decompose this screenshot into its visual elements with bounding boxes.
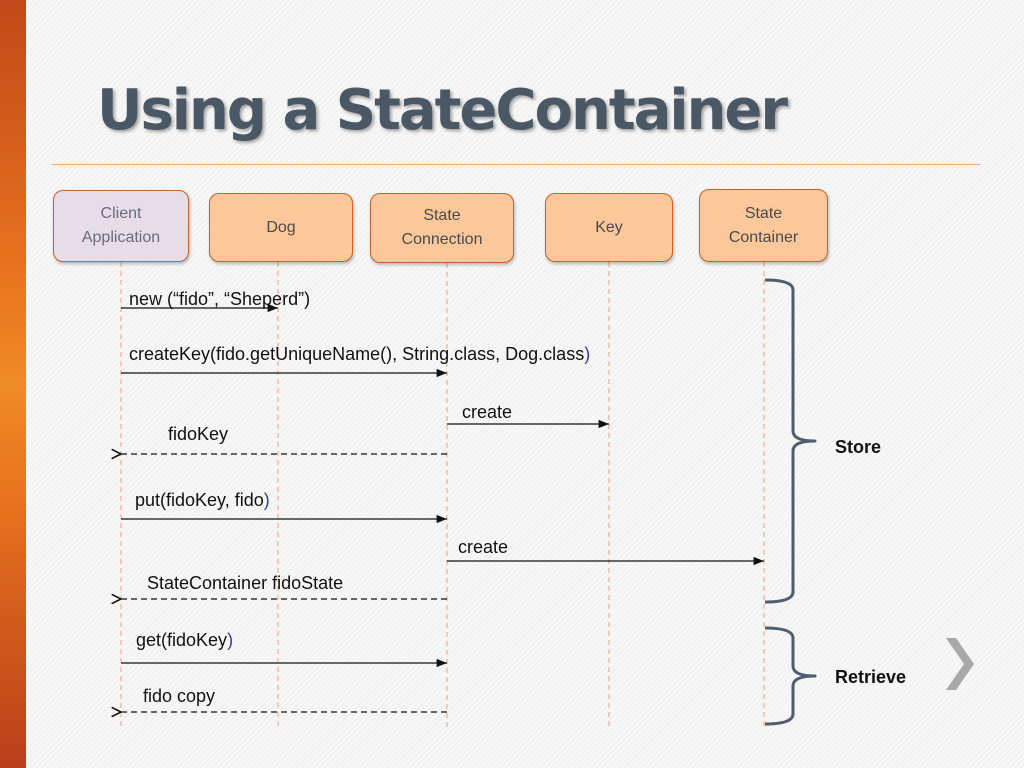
participant-label: Client Application (81, 205, 161, 246)
group-label-store: Store (835, 437, 882, 457)
message-label: fidoKey (168, 424, 228, 444)
message-label: create (462, 402, 512, 422)
participant-label: State Connection (401, 207, 483, 248)
message-label: StateContainer fidoState (147, 573, 343, 593)
message-label: fido copy (143, 686, 215, 706)
participant-state-connection: State Connection (370, 193, 514, 263)
chevron-right-icon[interactable] (940, 634, 980, 694)
message-paren: ) (584, 344, 591, 364)
message-text: StateContainer fidoState (147, 573, 344, 593)
accent-side-bar (0, 0, 26, 768)
message-text: put(fidoKey, fido (135, 490, 264, 510)
message-text: fidoKey (168, 424, 229, 444)
message-text: create (462, 402, 513, 422)
message-text: createKey(fido.getUniqueName(), String.c… (129, 344, 585, 364)
participant-label: State Container (728, 204, 799, 246)
participant-client-application: Client Application (53, 190, 189, 262)
message-label: create (458, 537, 508, 557)
retrieve-brace (764, 626, 817, 726)
message-text: new (“fido”, “Sheperd”) (129, 289, 311, 309)
participant-label: Key (595, 218, 623, 236)
participant-dog: Dog (209, 193, 353, 262)
message-text: create (458, 537, 509, 557)
message-label: get(fidoKey) (136, 630, 233, 650)
participant-label: Dog (266, 218, 296, 236)
store-brace (764, 278, 817, 604)
group-label-retrieve: Retrieve (835, 667, 907, 687)
participant-key: Key (545, 193, 673, 262)
message-text: get(fidoKey (136, 630, 228, 650)
message-text: fido copy (143, 686, 216, 706)
message-label: put(fidoKey, fido) (135, 490, 270, 510)
slide-title: Using a StateContainer (97, 78, 788, 143)
message-label: new (“fido”, “Sheperd”) (129, 289, 310, 309)
participant-state-container: State Container (699, 189, 828, 262)
message-paren: ) (227, 630, 234, 650)
message-paren: ) (263, 490, 270, 510)
title-divider (52, 164, 980, 165)
message-label: createKey(fido.getUniqueName(), String.c… (129, 344, 590, 364)
